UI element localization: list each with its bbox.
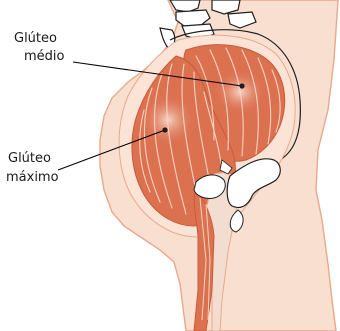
label-gluteus-medius-line1: Glúteo — [14, 31, 57, 46]
label-gluteus-medius-line2: médio — [24, 49, 65, 64]
label-gluteus-maximus-line2: máximo — [6, 170, 59, 185]
leader-dot-gluteus-maximus — [162, 127, 167, 132]
leader-dot-gluteus-medius — [239, 83, 244, 88]
label-gluteus-maximus-line1: Glúteo — [8, 151, 51, 166]
